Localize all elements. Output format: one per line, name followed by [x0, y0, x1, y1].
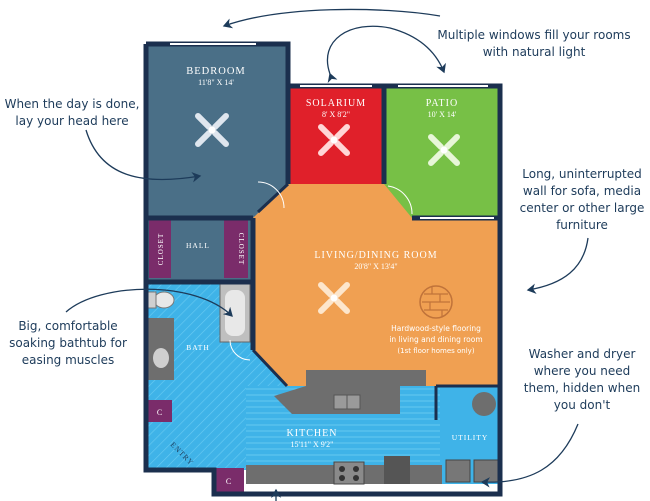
hall-label: HALL [186, 241, 210, 250]
kitchen-label: KITCHEN [287, 428, 338, 439]
living-area [253, 184, 500, 386]
washer-callout-line2: where you need [533, 364, 631, 378]
windows-callout-line2: with natural light [482, 45, 586, 59]
door-swings [229, 181, 413, 361]
wall-callout-line2: wall for sofa, media [522, 184, 642, 198]
bedroom-label: BEDROOM [186, 66, 246, 77]
kitchen-dims: 15'11" X 9'2" [291, 440, 334, 449]
living-label: LIVING/DINING ROOM [314, 250, 437, 261]
windows-callout-line1: Multiple windows fill your rooms [437, 28, 631, 42]
patio-dims: 10' X 14' [428, 110, 457, 119]
solarium-label: SOLARIUM [306, 98, 366, 109]
bath-label: BATH [186, 343, 210, 352]
wall-callout-line4: furniture [556, 218, 608, 232]
bedroom-callout-line2: lay your head here [15, 114, 129, 128]
c-closet-bottom [214, 468, 244, 492]
closet-left-area [149, 220, 171, 278]
windows [170, 43, 494, 219]
washer-callout: Washer and dryer where you need them, hi… [514, 346, 650, 414]
flooring-note-line2: in living and dining room [389, 335, 482, 344]
ceiling-fan-icon [318, 124, 350, 156]
flooring-note-line3: (1st floor homes only) [397, 347, 474, 355]
c-closet-left-label: C [157, 408, 163, 417]
bathtub-callout-line2: soaking bathtub for [9, 336, 127, 350]
washer-callout-line4: you don't [553, 398, 611, 412]
living-dims: 20'8" X 13'4" [354, 262, 397, 271]
closet-right-area [224, 220, 248, 278]
solarium-dims: 8' X 8'2" [322, 110, 350, 119]
washer [445, 459, 471, 483]
stove [333, 461, 365, 485]
bathtub-callout-line3: easing muscles [21, 353, 115, 367]
closet-left-label: CLOSET [157, 233, 165, 265]
kitchen-island [274, 370, 426, 414]
bathtub-callout: Big, comfortable soaking bathtub for eas… [2, 318, 134, 369]
ceiling-fan-icon [428, 134, 460, 166]
callout-arrows [65, 8, 589, 501]
patio-label: PATIO [426, 98, 458, 109]
hardwood-floor-icon [419, 285, 453, 319]
bathtub-callout-line1: Big, comfortable [18, 319, 118, 333]
dryer [473, 459, 499, 483]
windows-callout: Multiple windows fill your rooms with na… [436, 27, 632, 61]
wall-callout-line1: Long, uninterrupted [522, 167, 642, 181]
utility-label: UTILITY [452, 433, 489, 442]
bath-sink [153, 348, 169, 368]
ceiling-fan-icon [318, 282, 350, 314]
bedroom-dims: 11'8" X 14' [198, 78, 234, 87]
bedroom-callout-line1: When the day is done, [4, 97, 140, 111]
bedroom-callout: When the day is done, lay your head here [2, 96, 142, 130]
washer-callout-line1: Washer and dryer [528, 347, 636, 361]
c-closet-bottom-label: C [226, 477, 232, 486]
toilet [153, 291, 175, 309]
washer-callout-line3: them, hidden when [523, 381, 641, 395]
ceiling-fan-icon [195, 113, 229, 147]
wall-callout: Long, uninterrupted wall for sofa, media… [514, 166, 650, 234]
c-closet-left [148, 400, 172, 422]
flooring-note-line1: Hardwood-style flooring [391, 324, 481, 333]
wall-callout-line3: center or other large [519, 201, 645, 215]
water-heater [472, 392, 496, 416]
refrigerator [384, 456, 410, 484]
closet-right-label: CLOSET [237, 233, 245, 265]
